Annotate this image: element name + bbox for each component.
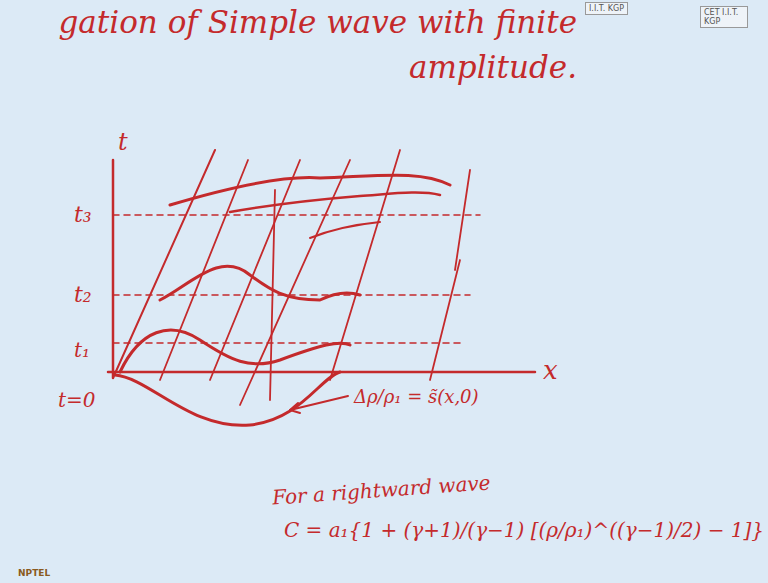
curve-label: Δρ/ρ₁ = s̃(x,0) bbox=[354, 386, 479, 407]
time-label: t₂ bbox=[74, 282, 92, 307]
axis-label: x bbox=[543, 355, 558, 385]
institute-stamp: CET I.I.T. KGP bbox=[700, 6, 748, 28]
slide-title: gation of Simple wave with finite amplit… bbox=[2, 0, 577, 90]
note-text: For a rightward wave bbox=[271, 470, 491, 509]
time-label: t=0 bbox=[58, 388, 96, 412]
logo-text: NPTEL bbox=[18, 568, 50, 578]
equation: C = a₁{1 + (γ+1)/(γ−1) [(ρ/ρ₁)^((γ−1)/2)… bbox=[284, 518, 764, 542]
axis-label: t bbox=[118, 128, 128, 156]
time-label: t₃ bbox=[74, 202, 92, 227]
institute-stamp: I.I.T. KGP bbox=[585, 2, 628, 15]
time-label: t₁ bbox=[74, 338, 90, 362]
